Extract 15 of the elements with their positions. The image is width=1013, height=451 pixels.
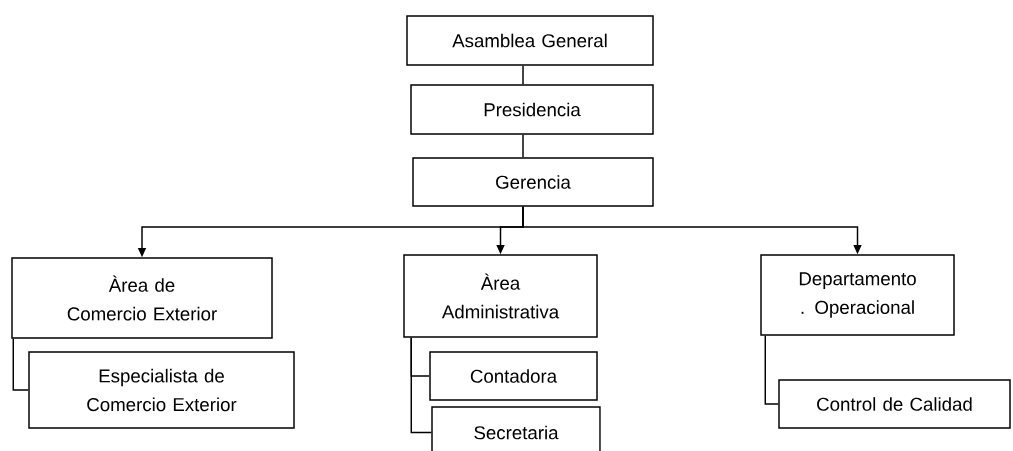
connector-line (410, 337, 432, 434)
org-box: Secretaria (431, 406, 601, 451)
connector-line (522, 65, 524, 85)
org-box: Àrea Administrativa (403, 254, 598, 338)
connector-line (764, 335, 779, 405)
org-box: Asamblea General (406, 15, 654, 66)
org-box: Control de Calidad (778, 379, 1011, 429)
connector-line (12, 338, 29, 391)
org-box: Departamento . Operacional (760, 254, 955, 336)
org-box: Presidencia (410, 84, 654, 135)
org-box: Especialista de Comercio Exterior (28, 351, 295, 429)
org-box: Àrea de Comercio Exterior (11, 257, 273, 339)
org-box: Gerencia (412, 157, 654, 207)
org-box: Contadora (429, 351, 598, 401)
connector-line (522, 134, 524, 158)
